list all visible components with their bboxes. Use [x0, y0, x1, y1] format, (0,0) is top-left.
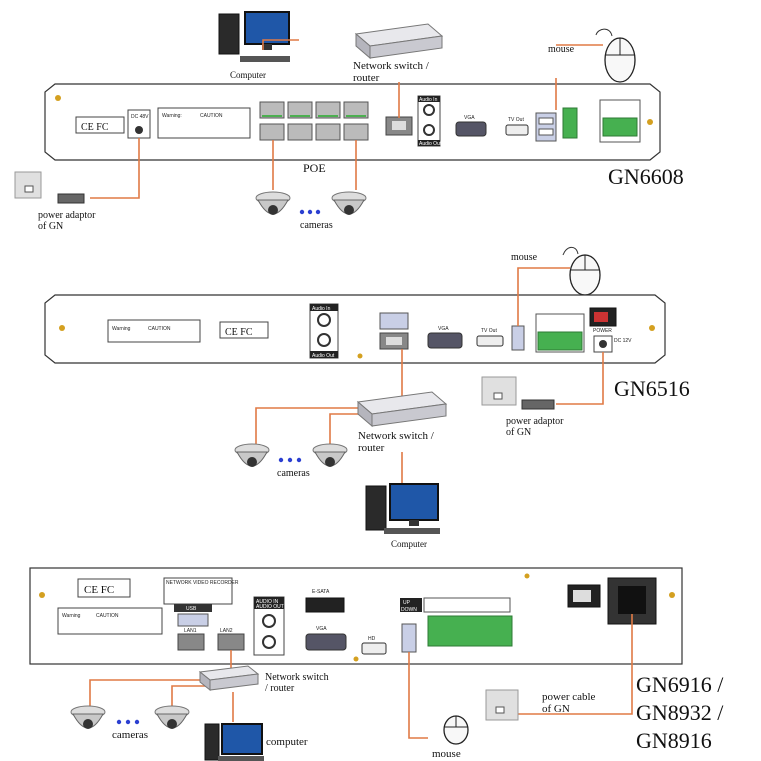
label-poe: POE — [303, 161, 326, 175]
power-adaptor-icon-1 — [14, 171, 85, 204]
ce-fcc-mark-2: CE FC — [225, 327, 253, 338]
mouse-icon-1 — [595, 28, 636, 83]
camera-icon-1b — [331, 191, 367, 215]
section-gn6516: mouse Warning CAUTION CE FC Audio In Aud… — [44, 246, 690, 549]
warning-label-3: Warning — [62, 613, 81, 619]
label-computer-2: Computer — [391, 539, 427, 549]
dc-label-2: DC 12V — [614, 338, 632, 344]
label-computer-3: computer — [266, 736, 308, 748]
label-mouse-2: mouse — [511, 252, 538, 263]
wire-power-2 — [556, 352, 604, 405]
label-switch-2-line2: router — [358, 442, 385, 454]
computer-icon-2 — [365, 483, 440, 534]
label-computer-1: Computer — [230, 70, 266, 80]
lan1-label: LAN1 — [184, 628, 197, 634]
audio-out-label-2: Audio Out — [312, 353, 335, 359]
tv-out-label-1: TV Out — [508, 117, 524, 123]
audio-out-label-1: Audio Out — [419, 141, 442, 147]
label-switch-1-line1: Network switch / — [353, 60, 430, 72]
ce-fcc-mark-3: CE FC — [84, 584, 114, 596]
model-gn8932: GN8932 / — [636, 700, 724, 725]
label-power-1-line2: of GN — [38, 221, 63, 232]
hd-label-3: HD — [368, 636, 376, 642]
esata-label: E-SATA — [312, 589, 330, 595]
audio-out-label-3: AUDIO OUT — [256, 604, 284, 610]
ce-fcc-mark-1: CE FC — [81, 122, 109, 133]
audio-in-label-3: AUDIO IN — [256, 599, 279, 605]
label-cameras-2: cameras — [277, 468, 310, 479]
audio-in-label-1: Audio In — [419, 97, 438, 103]
dc-label-1: DC 48V — [131, 114, 149, 120]
audio-in-label-2: Audio In — [312, 306, 331, 312]
caution-label-1: CAUTION — [200, 113, 223, 119]
tv-out-label-2: TV Out — [481, 328, 497, 334]
poe-ports — [259, 101, 369, 141]
wire-power-1 — [90, 138, 140, 199]
vga-label-1: VGA — [464, 115, 475, 121]
power-label-2: POWER — [593, 328, 612, 334]
wire-mouse-3 — [408, 652, 428, 739]
camera-icon-3b — [154, 705, 190, 729]
up-label: UP — [403, 600, 411, 606]
warning-label-2: Warning — [112, 326, 131, 332]
label-mouse-1: mouse — [548, 44, 575, 55]
label-switch-3-line2: / router — [265, 683, 295, 694]
label-mouse-3: mouse — [432, 748, 461, 760]
model-gn6916: GN6916 / — [636, 672, 724, 697]
power-adaptor-icon-2 — [481, 376, 555, 410]
usb-label-3: USB — [186, 606, 197, 612]
nvr-label: NETWORK VIDEO RECORDER — [166, 580, 239, 586]
camera-icon-2a — [234, 443, 270, 467]
caution-label-2: CAUTION — [148, 326, 171, 332]
lan2-label: LAN2 — [220, 628, 233, 634]
label-power-3-line1: power cable — [542, 691, 596, 703]
section-gn6916: CE FC NETWORK VIDEO RECORDER Warning CAU… — [29, 567, 724, 761]
network-switch-icon-1 — [354, 23, 444, 60]
wire-cam-2b — [329, 413, 360, 446]
wire-cam-2a — [255, 407, 360, 446]
warning-label-1: Warning: — [162, 113, 182, 119]
power-cable-icon-3 — [485, 689, 519, 721]
wire-mouse-2 — [517, 267, 570, 326]
camera-icon-1a — [255, 191, 291, 215]
wire-power-3 — [518, 614, 633, 715]
label-switch-1-line2: router — [353, 72, 380, 84]
label-power-3-line2: of GN — [542, 703, 570, 715]
model-gn6516: GN6516 — [614, 376, 690, 401]
camera-icon-3a — [70, 705, 106, 729]
label-cameras-3: cameras — [112, 729, 148, 741]
down-label: DOWN — [401, 607, 417, 613]
wire-cam-3a — [89, 679, 210, 706]
model-gn8916: GN8916 — [636, 728, 712, 753]
label-power-2-line2: of GN — [506, 427, 531, 438]
label-switch-3-line1: Network switch — [265, 672, 329, 683]
network-switch-icon-3 — [198, 665, 260, 692]
computer-icon-3 — [204, 723, 264, 761]
computer-icon-1 — [218, 11, 290, 62]
caution-label-3: CAUTION — [96, 613, 119, 619]
label-cameras-1: cameras — [300, 220, 333, 231]
network-switch-icon-2 — [356, 391, 448, 428]
wire-computer-1 — [262, 39, 299, 50]
label-power-1-line1: power adaptor — [38, 210, 96, 221]
label-switch-2-line1: Network switch / — [358, 430, 435, 442]
camera-icon-2b — [312, 443, 348, 467]
mouse-icon-2 — [562, 246, 601, 296]
section-gn6608: Computer Network switch / router mouse C… — [14, 11, 684, 232]
wire-cam-3b — [171, 685, 210, 706]
model-gn6608: GN6608 — [608, 164, 684, 189]
recorder-panel-gn6916: CE FC NETWORK VIDEO RECORDER Warning CAU… — [29, 567, 683, 665]
recorder-panel-gn6608: CE FC DC 48V Warning: CAUTION — [44, 83, 661, 161]
mouse-icon-3 — [443, 715, 469, 745]
vga-label-2: VGA — [438, 326, 449, 332]
label-power-2-line1: power adaptor — [506, 416, 564, 427]
vga-label-3: VGA — [316, 626, 327, 632]
recorder-panel-gn6516: Warning CAUTION CE FC Audio In Audio Out… — [44, 294, 666, 364]
